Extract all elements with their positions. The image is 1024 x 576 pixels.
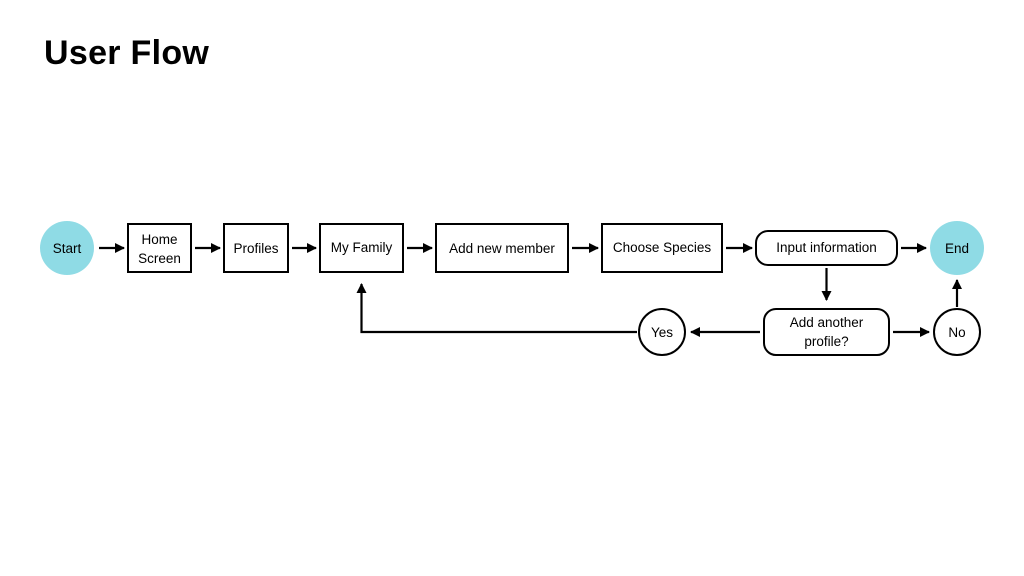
yes-node: Yes bbox=[638, 308, 686, 356]
input-information-node: Input information bbox=[755, 230, 898, 266]
no-label: No bbox=[948, 325, 965, 340]
add-another-profile-label-line2: profile? bbox=[804, 334, 848, 349]
add-new-member-node: Add new member bbox=[435, 223, 569, 273]
home-screen-label-line2: Screen bbox=[138, 251, 181, 266]
arrow-yes-to-my-family bbox=[356, 283, 637, 334]
start-node: Start bbox=[40, 221, 94, 275]
home-screen-label-line1: Home bbox=[141, 232, 177, 247]
no-node: No bbox=[933, 308, 981, 356]
page-title: User Flow bbox=[44, 34, 210, 72]
home-screen-node: Home Screen bbox=[127, 223, 192, 273]
end-node: End bbox=[930, 221, 984, 275]
add-another-profile-label-line1: Add another bbox=[790, 315, 864, 330]
choose-species-node: Choose Species bbox=[601, 223, 723, 273]
profiles-label: Profiles bbox=[233, 241, 278, 256]
choose-species-label: Choose Species bbox=[613, 240, 712, 255]
yes-label: Yes bbox=[651, 325, 673, 340]
add-another-profile-decision-node: Add another profile? bbox=[763, 308, 890, 356]
profiles-node: Profiles bbox=[223, 223, 289, 273]
end-label: End bbox=[945, 241, 969, 256]
add-new-member-label: Add new member bbox=[449, 241, 555, 256]
my-family-label: My Family bbox=[331, 240, 393, 255]
start-label: Start bbox=[53, 241, 82, 256]
input-information-label: Input information bbox=[776, 240, 877, 255]
my-family-node: My Family bbox=[319, 223, 404, 273]
